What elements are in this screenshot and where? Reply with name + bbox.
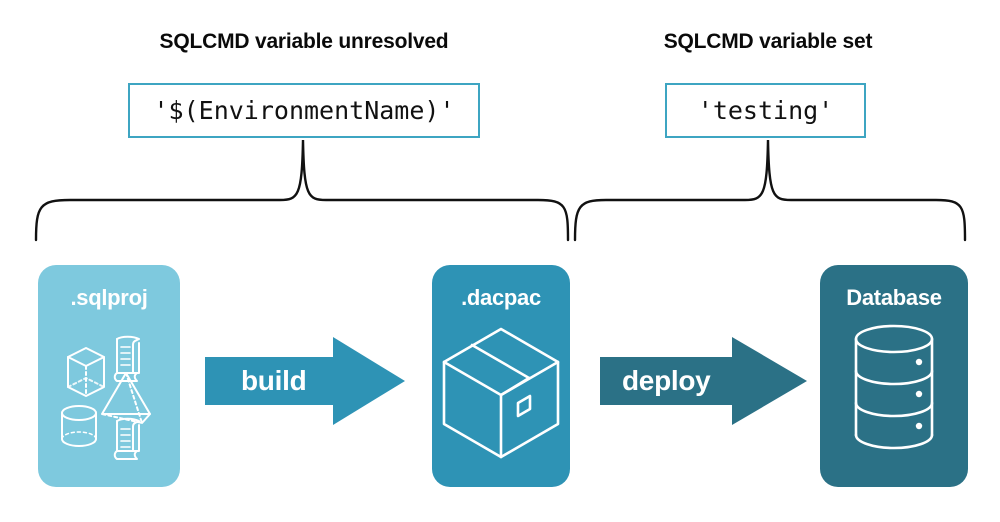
arrow-build-shape [205, 337, 405, 425]
pyramid-icon [101, 372, 151, 424]
section-heading-right: SQLCMD variable set [663, 30, 873, 53]
database-cylinder-icon [854, 324, 934, 450]
code-value-box-unresolved: '$(EnvironmentName)' [128, 83, 480, 138]
arrow-deploy-label: deploy [622, 365, 711, 396]
cube-icon [67, 347, 105, 397]
arrow-build-label: build [241, 365, 307, 396]
package-box-icon [442, 327, 560, 459]
artifact-dacpac-icon [442, 327, 560, 459]
cylinder-icon [61, 405, 97, 447]
arrow-deploy-shape [600, 337, 807, 425]
artifact-dacpac: .dacpac [432, 265, 570, 487]
artifact-dacpac-label: .dacpac [461, 285, 541, 310]
scroll-icon [113, 335, 140, 382]
brace-right-icon [573, 139, 967, 242]
artifact-sqlproj-label: .sqlproj [70, 285, 148, 310]
artifact-sqlproj: .sqlproj [38, 265, 180, 487]
arrow-deploy: deploy [600, 337, 807, 425]
artifact-database-icon [854, 324, 934, 450]
code-value-box-set: 'testing' [665, 83, 866, 138]
section-heading-left: SQLCMD variable unresolved [159, 30, 449, 53]
artifact-database-label: Database [846, 285, 942, 310]
artifact-database: Database [820, 265, 968, 487]
arrow-build: build [205, 337, 405, 425]
brace-left-icon [34, 139, 570, 242]
scroll-icon [113, 417, 140, 460]
artifact-sqlproj-icons [61, 335, 151, 460]
